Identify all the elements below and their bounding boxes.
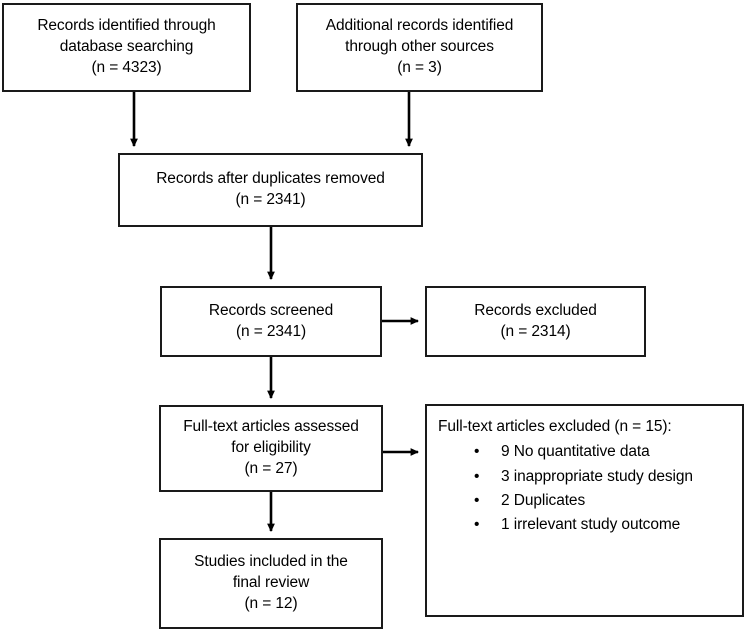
box-fulltext-assessed-line-2: for eligibility [231, 439, 311, 457]
box-studies-included-line-2: final review [232, 574, 310, 592]
box-records-excluded: Records excluded (n = 2314) [425, 286, 646, 357]
fulltext-excluded-title: Full-text articles excluded (n = 15): [438, 418, 672, 435]
box-studies-included: Studies included in the final review (n … [159, 538, 383, 629]
box-records-after-duplicates-count: (n = 2341) [235, 191, 306, 208]
box-records-identified-line-2: database searching [59, 38, 194, 56]
box-records-identified: Records identified through database sear… [2, 3, 251, 92]
box-records-screened-line-1: Records screened [208, 301, 334, 319]
list-item: • 9 No quantitative data [438, 442, 734, 463]
box-additional-records: Additional records identified through ot… [296, 3, 543, 92]
box-records-after-duplicates-line-1: Records after duplicates removed [156, 170, 385, 188]
fulltext-excluded-reason-1: 9 No quantitative data [501, 443, 650, 461]
box-records-excluded-line-1: Records excluded [474, 301, 597, 319]
box-fulltext-assessed-line-1: Full-text articles assessed [183, 418, 359, 436]
bullet-icon: • [474, 443, 480, 461]
list-item: • 2 Duplicates [438, 491, 734, 512]
bullet-icon: • [474, 516, 480, 534]
box-fulltext-excluded: Full-text articles excluded (n = 15): • … [425, 404, 744, 617]
bullet-icon: • [474, 467, 480, 485]
fulltext-excluded-reason-list: • 9 No quantitative data • 3 inappropria… [438, 439, 734, 536]
box-records-after-duplicates: Records after duplicates removed (n = 23… [118, 153, 423, 227]
box-records-identified-count: (n = 4323) [91, 58, 162, 76]
box-records-excluded-count: (n = 2314) [500, 322, 571, 340]
fulltext-excluded-reason-2: 3 inappropriate study design [501, 467, 693, 485]
list-item: • 1 irrelevant study outcome [438, 515, 734, 536]
box-studies-included-count: (n = 12) [244, 594, 298, 612]
bullet-icon: • [474, 491, 480, 509]
box-fulltext-assessed-count: (n = 27) [244, 459, 298, 477]
box-fulltext-assessed: Full-text articles assessed for eligibil… [159, 405, 383, 492]
box-studies-included-line-1: Studies included in the [194, 553, 348, 571]
box-additional-records-line-2: through other sources [345, 38, 494, 56]
box-records-identified-line-1: Records identified through [37, 17, 216, 35]
fulltext-excluded-reason-4: 1 irrelevant study outcome [501, 516, 681, 534]
fulltext-excluded-reason-3: 2 Duplicates [501, 491, 586, 509]
box-additional-records-count: (n = 3) [397, 58, 442, 76]
box-records-screened-count: (n = 2341) [235, 322, 307, 340]
box-records-screened: Records screened (n = 2341) [160, 286, 382, 357]
list-item: • 3 inappropriate study design [438, 467, 734, 488]
box-additional-records-line-1: Additional records identified [325, 17, 514, 35]
